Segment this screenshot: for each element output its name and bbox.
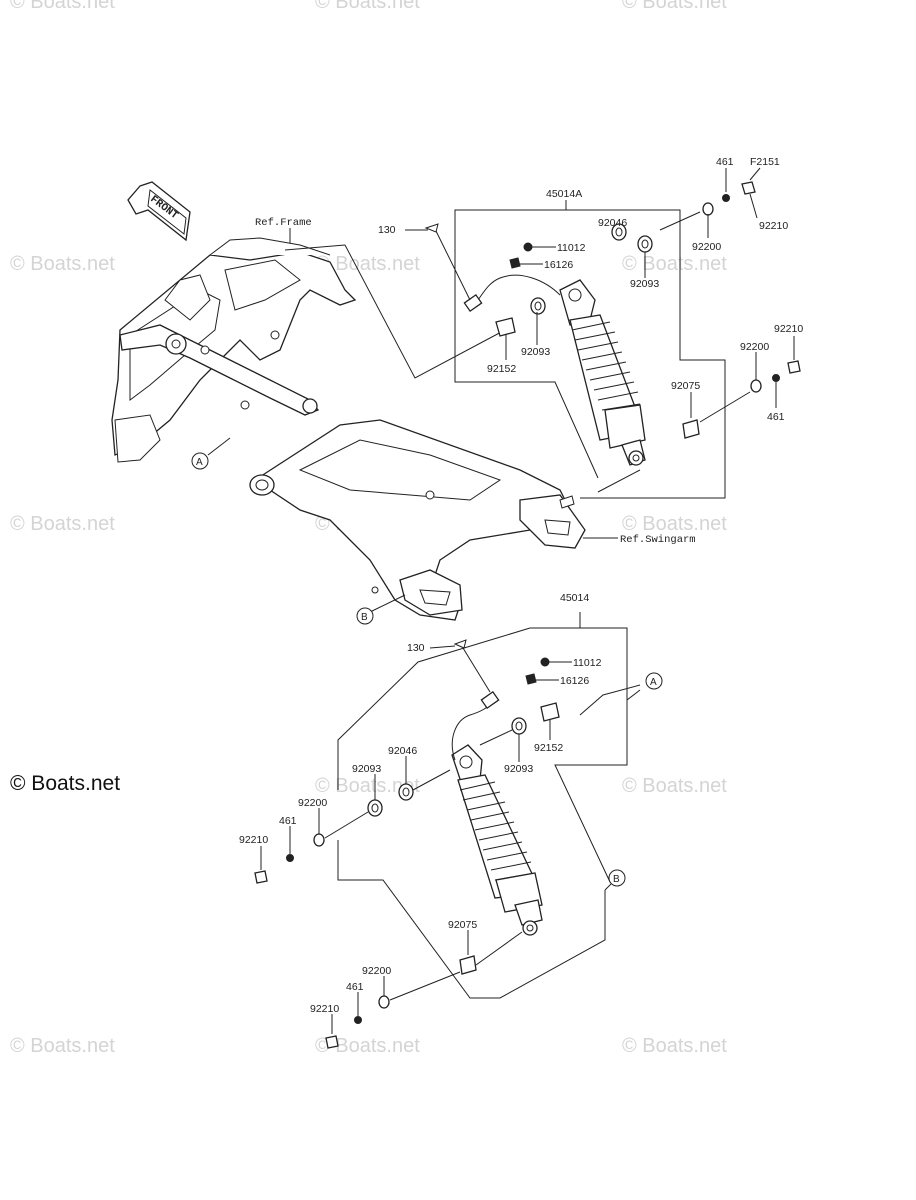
part-11012-lower (540, 657, 550, 667)
watermark: © Boats.net (315, 0, 420, 13)
nut-461-lower-a (286, 854, 294, 862)
label-92093: 92093 (504, 763, 533, 775)
label-45014A: 45014A (546, 188, 582, 200)
label-92046: 92046 (388, 745, 417, 757)
label-92093: 92093 (521, 346, 550, 358)
ref-frame-label: Ref.Frame (255, 217, 312, 229)
label-461: 461 (767, 411, 785, 423)
label-92075: 92075 (671, 380, 700, 392)
label-130: 130 (378, 224, 396, 236)
watermark: © Boats.net (315, 1035, 420, 1057)
nut-92210-upper-a (741, 181, 756, 195)
part-92075-lower (459, 955, 477, 975)
watermark: © Boats.net (10, 513, 115, 535)
leader-line (207, 437, 231, 456)
label-461: 461 (279, 815, 297, 827)
watermark: © Boats.net (622, 253, 727, 275)
watermark: © Boats.net (10, 0, 115, 13)
label-92046: 92046 (598, 217, 627, 229)
callout-a-circle (191, 452, 209, 470)
label-461: 461 (346, 981, 364, 993)
ref-swingarm-label: Ref.Swingarm (620, 534, 696, 546)
lower-assembly: 45014 130 11012 16126 92152 92093 92046 … (239, 592, 641, 1049)
label-92200: 92200 (298, 797, 327, 809)
part-92152-lower (540, 702, 560, 722)
callout-a-circle (645, 672, 663, 690)
label-F2151: F2151 (750, 156, 780, 168)
label-92093: 92093 (352, 763, 381, 775)
watermark: © Boats.net (622, 0, 727, 13)
nut-461-upper-a (722, 194, 730, 202)
front-arrow-icon: FRONT (127, 181, 191, 242)
label-92200: 92200 (740, 341, 769, 353)
nut-92210-lower-b (325, 1035, 339, 1049)
washer-92200-lower-a (313, 833, 325, 847)
callout-a-label: A (196, 457, 203, 468)
leader-line (369, 594, 406, 613)
label-92152: 92152 (534, 742, 563, 754)
label-92210: 92210 (759, 220, 788, 232)
upper-assembly: 45014A 130 11012 16126 92046 92093 92093… (284, 156, 803, 509)
label-92210: 92210 (239, 834, 268, 846)
watermark: © Boats.net (315, 253, 420, 275)
callout-a-label: A (650, 677, 657, 688)
part-16126-lower (525, 673, 537, 685)
watermark: © Boats.net (10, 253, 115, 275)
washer-92200-lower-b (378, 995, 390, 1009)
label-92200: 92200 (692, 241, 721, 253)
callout-b-circle (608, 869, 626, 887)
label-92075: 92075 (448, 919, 477, 931)
label-92200: 92200 (362, 965, 391, 977)
nut-92210-upper-b (787, 360, 801, 374)
part-92152-upper (495, 317, 516, 337)
label-130: 130 (407, 642, 425, 654)
label-11012: 11012 (557, 242, 586, 254)
frame-drawing (111, 237, 357, 463)
callout-b-label: B (613, 874, 620, 885)
watermark: © Boats.net (622, 1035, 727, 1057)
nut-92210-lower-a (254, 870, 268, 884)
washer-92200-upper-b (750, 379, 762, 393)
nut-461-lower-b (354, 1016, 362, 1024)
swingarm-drawing (249, 419, 586, 621)
label-16126: 16126 (560, 675, 589, 687)
washer-92200-upper-a (702, 202, 714, 216)
label-92210: 92210 (774, 323, 803, 335)
label-92093: 92093 (630, 278, 659, 290)
label-92152: 92152 (487, 363, 516, 375)
watermark: © Boats.net (622, 513, 727, 535)
bolt-130-upper (424, 223, 439, 233)
watermark-main: © Boats.net (10, 772, 120, 795)
label-45014: 45014 (560, 592, 589, 604)
watermark: © Boats.net (10, 1035, 115, 1057)
part-16126-upper (509, 257, 521, 269)
part-11012-upper (523, 242, 533, 252)
leader-line (604, 883, 612, 891)
lower-shock-absorber (451, 690, 543, 936)
nut-461-upper-b (772, 374, 780, 382)
upper-shock-absorber (463, 274, 646, 466)
label-11012: 11012 (573, 657, 602, 669)
label-16126: 16126 (544, 259, 573, 271)
callout-b-label: B (361, 612, 368, 623)
part-92075-upper (682, 419, 700, 439)
callout-b-circle (356, 607, 374, 625)
watermark: © Boats.net (315, 775, 420, 797)
bolt-130-lower (453, 639, 467, 649)
label-92210: 92210 (310, 1003, 339, 1015)
watermark: © Boats.net (622, 775, 727, 797)
label-461: 461 (716, 156, 734, 168)
